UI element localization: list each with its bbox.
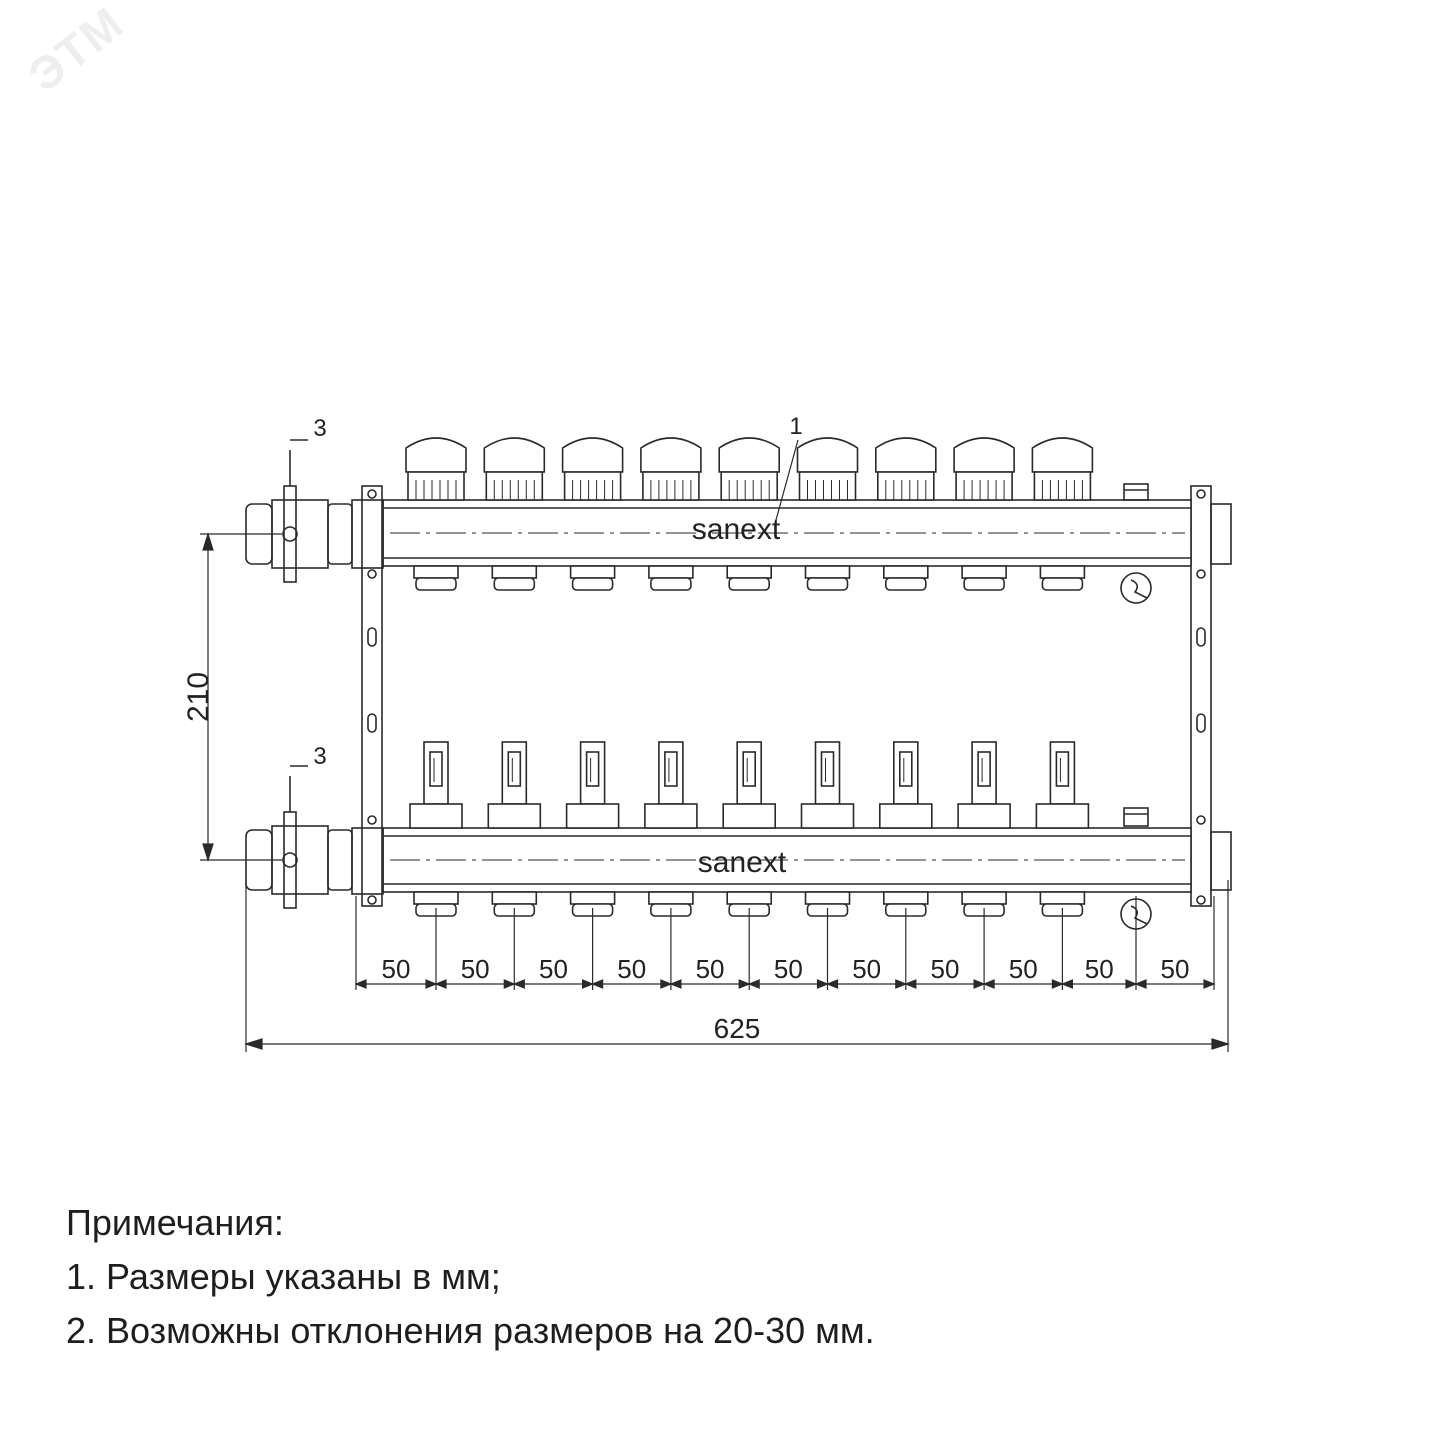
mounting-bracket-right bbox=[1190, 485, 1212, 907]
flow-meter bbox=[565, 741, 620, 829]
callout-3-bottom: 3 bbox=[313, 743, 326, 770]
air-vent-top bbox=[1120, 483, 1152, 604]
end-cap-bottom-right bbox=[1210, 831, 1232, 891]
dimension-spacing-label: 50 bbox=[1009, 954, 1038, 984]
connector-top-left bbox=[351, 499, 384, 569]
flow-meter bbox=[409, 741, 463, 829]
outlet-fitting bbox=[882, 891, 929, 917]
note-item: 1. Размеры указаны в мм; bbox=[66, 1256, 501, 1297]
flow-meter bbox=[644, 741, 698, 829]
valve-cap bbox=[640, 437, 702, 501]
callout-3-top: 3 bbox=[313, 415, 326, 442]
ball-valve-bottom bbox=[245, 765, 353, 909]
dimension-spacing-label: 50 bbox=[382, 954, 411, 984]
dimension-spacing-label: 50 bbox=[461, 954, 490, 984]
brand-label-top: sanext bbox=[692, 513, 781, 546]
callout-1: 1 bbox=[789, 413, 802, 440]
valve-cap bbox=[483, 437, 546, 501]
dimension-spacing-label: 50 bbox=[539, 954, 568, 984]
outlet-fitting bbox=[648, 565, 694, 591]
return-manifold bbox=[382, 827, 1192, 893]
outlet-fitting bbox=[1039, 565, 1086, 591]
dimension-spacing-label: 50 bbox=[930, 954, 959, 984]
notes: Примечания: 1. Размеры указаны в мм; 2. … bbox=[66, 1196, 875, 1358]
connector-bottom-left bbox=[351, 827, 384, 895]
dimension-height-label: 210 bbox=[182, 672, 215, 722]
ball-valve-top bbox=[245, 439, 353, 583]
dimension-spacing-label: 50 bbox=[1161, 954, 1190, 984]
dimension-spacing-label: 50 bbox=[696, 954, 725, 984]
valve-cap bbox=[796, 437, 859, 501]
flow-meter bbox=[878, 741, 933, 829]
brand-label-bottom: sanext bbox=[698, 846, 787, 879]
flow-meter bbox=[487, 741, 542, 829]
outlet-fitting bbox=[882, 565, 929, 591]
dimension-height bbox=[200, 531, 282, 863]
outlet-fitting bbox=[1039, 891, 1086, 917]
outlet-fitting bbox=[961, 565, 1007, 591]
outlet-fitting bbox=[569, 891, 616, 917]
outlet-fitting bbox=[726, 565, 773, 591]
outlet-fittings bbox=[413, 565, 1086, 917]
supply-manifold bbox=[382, 499, 1192, 567]
dimension-total-label: 625 bbox=[714, 1013, 761, 1044]
valve-caps bbox=[405, 437, 1094, 501]
valve-cap bbox=[875, 437, 937, 501]
mounting-bracket-left bbox=[361, 485, 383, 907]
valve-cap bbox=[1031, 437, 1094, 501]
outlet-fitting bbox=[804, 565, 851, 591]
outlet-fitting bbox=[491, 565, 538, 591]
notes-title: Примечания: bbox=[66, 1202, 284, 1243]
dimension-spacing-label: 50 bbox=[852, 954, 881, 984]
flow-meter bbox=[800, 741, 855, 829]
outlet-fitting bbox=[413, 565, 459, 591]
valve-cap bbox=[718, 437, 780, 501]
dimension-spacing-label: 50 bbox=[1085, 954, 1114, 984]
valve-cap bbox=[561, 437, 624, 501]
valve-cap bbox=[405, 437, 467, 501]
end-cap-top-right bbox=[1210, 503, 1232, 565]
flow-meter bbox=[1035, 741, 1090, 829]
flow-meters bbox=[409, 741, 1090, 829]
note-item: 2. Возможны отклонения размеров на 20-30… bbox=[66, 1310, 875, 1351]
valve-cap bbox=[953, 437, 1015, 501]
outlet-fitting bbox=[569, 565, 616, 591]
flow-meter bbox=[722, 741, 777, 829]
flow-meter bbox=[957, 741, 1011, 829]
dimension-spacing-label: 50 bbox=[774, 954, 803, 984]
leader-1 bbox=[775, 439, 799, 521]
dimension-spacing: 50 50 50 50 50 50 50 50 50 50 50 bbox=[354, 896, 1216, 990]
dimension-spacing-label: 50 bbox=[617, 954, 646, 984]
dimension-total bbox=[243, 880, 1231, 1052]
